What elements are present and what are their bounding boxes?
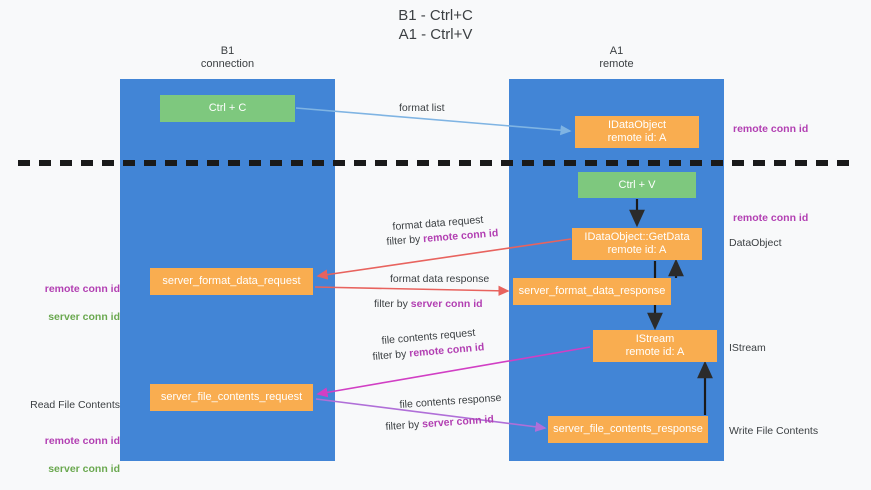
filter-prefix: filter by	[372, 347, 410, 363]
node-istream[interactable]: IStream remote id: A	[593, 330, 717, 362]
filter-prefix: filter by	[386, 233, 424, 248]
edge-label-file-contents-response: file contents response	[399, 391, 502, 411]
edge-label-format-data-response-filter: filter by server conn id	[374, 297, 483, 311]
node-server-format-data-request[interactable]: server_format_data_request	[150, 268, 313, 295]
label-remote-conn-id-top: remote conn id	[733, 123, 809, 135]
node-server-format-data-response[interactable]: server_format_data_response	[513, 278, 671, 305]
label-istream: IStream	[729, 342, 766, 354]
node-server-file-contents-response[interactable]: server_file_contents_response	[548, 416, 708, 443]
filter-key-server-conn-id: server conn id	[421, 413, 495, 431]
column-header-a1: A1 remote	[599, 45, 634, 70]
label-left-server-conn-id-2: server conn id	[48, 463, 120, 475]
node-server-file-contents-request[interactable]: server_file_contents_request	[150, 384, 313, 411]
filter-prefix: filter by	[374, 298, 411, 310]
node-idataobject-getdata[interactable]: IDataObject::GetData remote id: A	[572, 228, 702, 260]
label-write-file-contents: Write File Contents	[729, 425, 819, 437]
edge-format-data-response	[314, 285, 510, 296]
label-left-server-conn-id: server conn id	[48, 311, 120, 323]
label-left-remote-conn-id: remote conn id	[44, 283, 120, 295]
edge-label-format-list: format list	[399, 102, 445, 114]
filter-key-server-conn-id: server conn id	[410, 298, 483, 310]
label-left-conn-ids: remote conn id server conn id	[0, 268, 120, 338]
label-left-read-file-block: Read File Contents remote conn id server…	[0, 384, 120, 490]
page-title: B1 - Ctrl+C A1 - Ctrl+V	[398, 7, 473, 43]
node-ctrl-c[interactable]: Ctrl + C	[160, 95, 295, 122]
filter-prefix: filter by	[385, 418, 423, 433]
label-dataobject: DataObject	[729, 237, 782, 249]
diagram-canvas: B1 - Ctrl+C A1 - Ctrl+V B1 connection A1…	[0, 7, 853, 475]
edge-label-format-data-response: format data response	[390, 273, 490, 285]
column-header-b1: B1 connection	[200, 45, 255, 70]
node-ctrl-v[interactable]: Ctrl + V	[578, 172, 696, 198]
node-idataobject[interactable]: IDataObject remote id: A	[575, 116, 699, 148]
label-left-remote-conn-id-2: remote conn id	[44, 435, 120, 447]
edge-label-file-contents-response-filter: filter by server conn id	[385, 412, 494, 434]
label-remote-conn-id-mid: remote conn id	[733, 212, 809, 224]
label-read-file-contents: Read File Contents	[30, 399, 120, 411]
